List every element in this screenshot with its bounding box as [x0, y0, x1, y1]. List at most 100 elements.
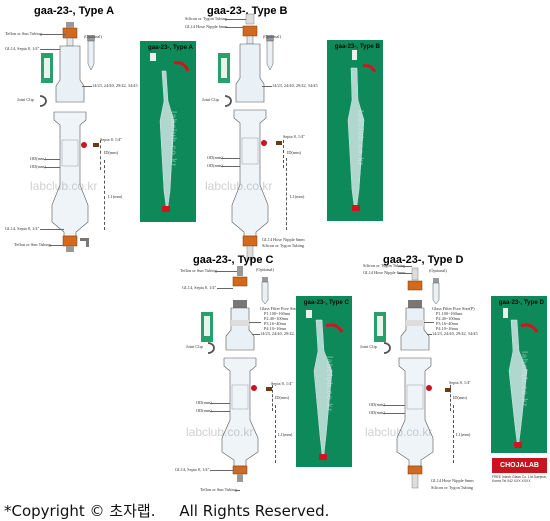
- dimension-line: [104, 160, 105, 230]
- leader-line: [50, 245, 64, 246]
- leader-line: [235, 490, 240, 491]
- type-d-label-joint-clip: Joint Clip: [360, 344, 377, 349]
- dimension-line: [275, 405, 276, 463]
- type-b-label-od2: OD(mm): [207, 163, 223, 168]
- leader-line: [383, 405, 405, 406]
- type-d-label-septa-mid: Septa 8, 1/4": [449, 380, 472, 385]
- type-d-label-od1: OD(mm): [369, 402, 385, 407]
- type-a-label-od2: OD(mm): [30, 164, 46, 169]
- type-c-label-filter-2: P2.40~100mu: [264, 316, 289, 321]
- leader-line: [398, 273, 412, 274]
- type-c-photo: gaa-23-, Type C labclub.co.kr: [296, 296, 352, 467]
- type-c-label-septa-bottom: GL14, Septa 8, 1/4": [175, 467, 210, 472]
- type-c-photo-title: gaa-23-, Type C: [303, 299, 349, 306]
- leader-line: [210, 470, 233, 471]
- type-b-label-l1: L1(mm): [290, 194, 305, 199]
- type-d-label-filter-3: P3.16~40mu: [436, 321, 459, 326]
- dimension-line: [450, 385, 451, 411]
- type-d-label-nipple-top: GL14 Hose Nipple 6mm: [363, 270, 406, 275]
- watermark: labclub.co.kr: [365, 425, 433, 439]
- type-d-photo-title: gaa-23-, Type D: [498, 299, 544, 306]
- type-a-photo-title: gaa-23-, Type A: [147, 44, 193, 51]
- type-a-label-tubing-top: Teflon or Sun Tubing: [5, 31, 42, 36]
- type-b-drawing: [218, 13, 282, 261]
- type-b-label-nipple-bottom: GL14 Hose Nipple 6mm: [262, 237, 305, 242]
- type-d-label-stopcock: (Optional): [429, 268, 447, 273]
- type-c-label-l1: L1(mm): [278, 432, 293, 437]
- type-c-label-septa-top: GL14, Septa 8, 1/4": [182, 285, 217, 290]
- type-d-title: gaa-23-, Type D: [383, 254, 464, 266]
- dimension-line: [272, 385, 273, 411]
- type-b-label-tubing-bottom: Silicon or Tygon Tubing: [262, 243, 305, 248]
- leader-line: [427, 334, 432, 335]
- type-a-label-joint: 14/23, 24/40, 29/42, 34/45: [92, 83, 138, 88]
- type-a-label-septa-top: GL14, Septa 8, 1/4": [5, 46, 40, 51]
- type-d-label-tubing-bottom: Silicon or Tygon Tubing: [431, 485, 474, 490]
- leader-line: [40, 34, 66, 35]
- type-d-label-tubing-top: Silicon or Tygon Tubing: [363, 263, 406, 268]
- type-a-label-septa-bottom: GL14, Septa 8, 1/4": [5, 226, 40, 231]
- leader-line: [221, 158, 240, 159]
- type-b-label-tubing-top: Silicon or Tygon Tubing: [185, 16, 228, 21]
- type-d-label-filter-1: P1.100~160mu: [436, 311, 463, 316]
- leader-line: [252, 334, 260, 335]
- brand-address: FREE Intech Glass Co. Ltd Daejeon, Korea…: [492, 475, 548, 483]
- dimension-line: [283, 140, 284, 168]
- type-a-label-septa-mid: Septa 8, 1/4": [100, 137, 123, 142]
- type-c-label-filter-3: P3.16~40mu: [264, 321, 287, 326]
- type-c-label-septa-mid: Septa 8, 1/4": [271, 381, 294, 386]
- leader-line: [225, 19, 246, 20]
- type-d-label-filter-2: P2.40~100mu: [436, 316, 461, 321]
- brand-logo: CHOJALAB: [492, 458, 547, 473]
- leader-line: [44, 159, 60, 160]
- type-b-label-septa-mid: Septa 8, 1/4": [283, 134, 306, 139]
- type-d-label-joint: 14/23, 24/40, 29/42, 34/45: [432, 331, 478, 336]
- leader-line: [40, 49, 60, 50]
- type-c-label-od1: OD(mm): [196, 400, 212, 405]
- type-b-title: gaa-23-, Type B: [207, 5, 288, 17]
- copyright-notice: *Copyright © 초자랩. All Rights Reserved.: [4, 502, 330, 520]
- type-c-title: gaa-23-, Type C: [193, 254, 274, 266]
- leader-line: [210, 411, 230, 412]
- type-d-drawing: [374, 267, 451, 489]
- type-c-label-tubing-top: Teflon or Sun Tubing: [180, 268, 217, 273]
- leader-line: [225, 27, 243, 28]
- type-c-label-od2: OD(mm): [196, 408, 212, 413]
- type-d-label-nipple-bottom: GL14 Hose Nipple 6mm: [431, 478, 474, 483]
- type-a-label-tubing-bottom: Teflon or Sun Tubing: [14, 242, 51, 247]
- dimension-line: [100, 140, 101, 170]
- type-a-label-od1: OD(mm): [30, 156, 46, 161]
- type-b-label-id: ID(mm): [287, 150, 302, 155]
- leader-line: [44, 167, 60, 168]
- type-c-label-id: ID(mm): [275, 395, 290, 400]
- type-d-photo: gaa-23-, Type D labclub.co.kr: [491, 296, 547, 453]
- separatory-funnel-illustration: [306, 310, 344, 460]
- type-b-label-joint-clip: Joint Clip: [202, 97, 219, 102]
- type-a-label-id: ID(mm): [104, 150, 119, 155]
- type-b-photo-title: gaa-23-, Type B: [334, 43, 380, 50]
- leader-line: [221, 166, 240, 167]
- dimension-line: [453, 405, 454, 463]
- type-d-label-id: ID(mm): [453, 395, 468, 400]
- type-c-label-stopcock: (Optional): [256, 267, 274, 272]
- leader-line: [82, 86, 92, 87]
- leader-line: [40, 229, 64, 230]
- type-b-label-stopcock: (Optional): [263, 34, 281, 39]
- type-a-title: gaa-23-, Type A: [34, 5, 115, 17]
- watermark: labclub.co.kr: [205, 179, 273, 193]
- type-c-label-tubing-bottom: Teflon or Sun Tubing: [200, 487, 237, 492]
- type-c-label-filter-1: P1.100~160mu: [264, 311, 291, 316]
- type-c-label-filter-title: Glass Filter Pore Size(P): [260, 306, 303, 311]
- type-b-label-od1: OD(mm): [207, 155, 223, 160]
- leader-line: [217, 288, 233, 289]
- leader-line: [262, 86, 272, 87]
- leader-line: [210, 403, 230, 404]
- leader-line: [215, 271, 237, 272]
- type-a-label-l1: L1(mm): [108, 194, 123, 199]
- type-a-label-joint-clip: Joint Clip: [17, 97, 34, 102]
- type-b-label-joint: 14/23, 24/40, 29/42, 34/45: [272, 83, 318, 88]
- leader-line: [383, 413, 405, 414]
- watermark: labclub.co.kr: [186, 425, 254, 439]
- type-d-label-filter-4: P4.10~16mu: [436, 326, 459, 331]
- leader-line: [249, 322, 261, 323]
